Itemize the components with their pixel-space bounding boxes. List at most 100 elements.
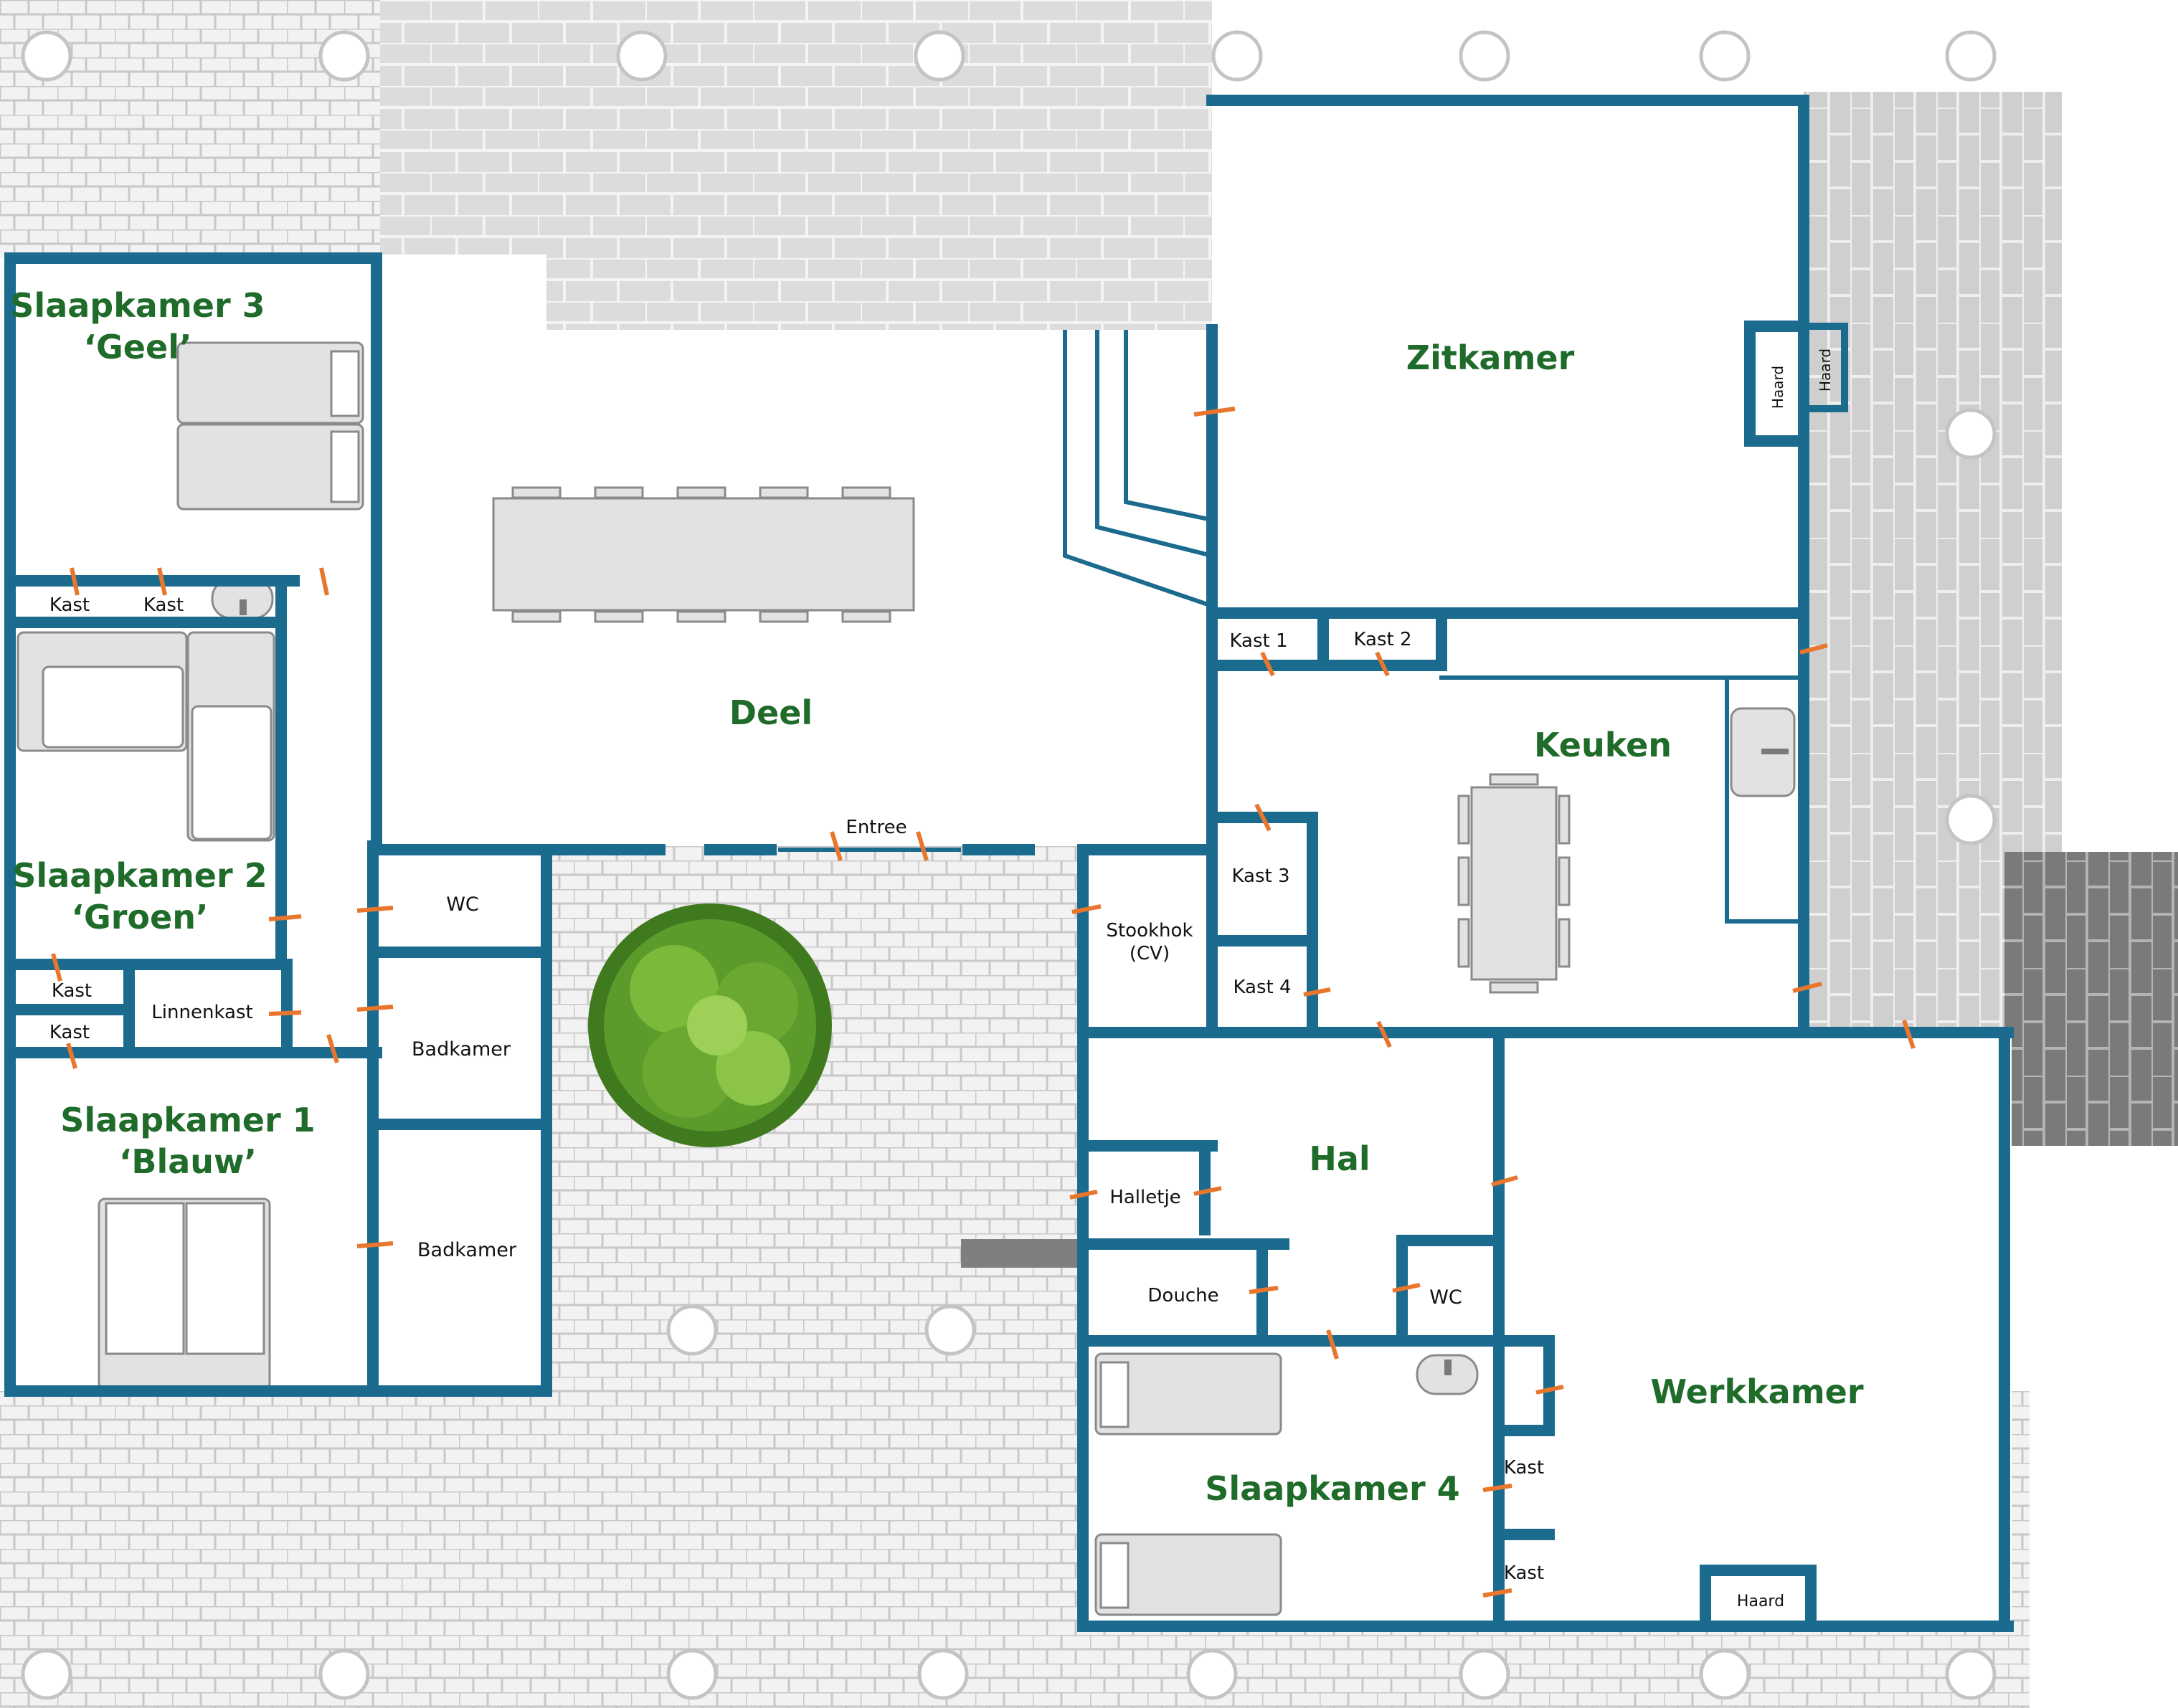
lamp-icon — [1459, 1648, 1510, 1700]
lamp-group — [21, 30, 1997, 1700]
room-label-slaapkamer4: Slaapkamer 4 — [1205, 1469, 1459, 1508]
door-marks — [51, 407, 1916, 1598]
furniture-details — [240, 599, 1789, 1375]
label-kast-2: Kast 2 — [1353, 629, 1411, 650]
bed — [330, 430, 360, 503]
courtyard-paving — [545, 846, 1083, 1405]
small-labels: Kast Kast Kast Kast Linnenkast WC Badkam… — [49, 348, 1834, 1610]
label-haard: Haard — [1737, 1593, 1784, 1610]
bed — [42, 665, 184, 749]
stair-lines — [778, 330, 1213, 852]
bed — [185, 1202, 265, 1355]
lamp-icon — [616, 30, 668, 82]
lamp-icon — [1945, 408, 1997, 460]
chair — [1457, 918, 1470, 968]
room-labels: Slaapkamer 3 ‘Geel’ Slaapkamer 2 ‘Groen’… — [10, 286, 1864, 1508]
chair — [511, 610, 562, 623]
chair — [759, 486, 809, 499]
room-label-slaapkamer3: Slaapkamer 3 — [10, 286, 265, 325]
label-entree: Entree — [846, 817, 906, 838]
label-douche: Douche — [1147, 1285, 1218, 1306]
walls — [4, 95, 2014, 1632]
label-kast-3: Kast 3 — [1231, 865, 1289, 887]
chair — [676, 486, 726, 499]
lamp-icon — [21, 30, 72, 82]
lamp-icon — [318, 1648, 370, 1700]
dining-table — [492, 497, 915, 612]
chair — [759, 610, 809, 623]
room-label-slaapkamer2-sub: ‘Groen’ — [72, 898, 209, 936]
lamp-icon — [1186, 1648, 1238, 1700]
label-kast: Kast — [1504, 1457, 1544, 1479]
label-badkamer: Badkamer — [412, 1038, 511, 1061]
lamp-icon — [1699, 1648, 1751, 1700]
label-wc: WC — [1429, 1286, 1462, 1309]
room-label-slaapkamer2: Slaapkamer 2 — [12, 856, 267, 895]
chair — [1558, 794, 1571, 845]
lamp-icon — [1211, 30, 1263, 82]
label-kast-4: Kast 4 — [1233, 977, 1291, 998]
label-kast: Kast — [49, 1022, 90, 1043]
label-kast: Kast — [49, 594, 90, 616]
lamp-icon — [666, 1648, 718, 1700]
lamp-icon — [21, 1648, 72, 1700]
lamp-icon — [1945, 30, 1997, 82]
bed — [330, 350, 360, 417]
lamp-icon — [917, 1648, 969, 1700]
chair — [1457, 794, 1470, 845]
room-label-slaapkamer1-sub: ‘Blauw’ — [119, 1142, 257, 1181]
label-badkamer: Badkamer — [417, 1239, 517, 1261]
room-label-slaapkamer3-sub: ‘Geel’ — [84, 328, 192, 366]
lamp-icon — [1945, 794, 1997, 845]
chair — [511, 486, 562, 499]
chair — [1558, 856, 1571, 906]
label-linnenkast: Linnenkast — [151, 1002, 252, 1023]
chair — [1558, 918, 1571, 968]
label-wc: WC — [446, 893, 479, 916]
entrance-step — [961, 1239, 1083, 1268]
lamp-icon — [914, 30, 965, 82]
bed — [191, 705, 273, 840]
label-haard: Haard — [1817, 348, 1834, 392]
label-kast-1: Kast 1 — [1229, 630, 1287, 652]
bed — [176, 341, 364, 424]
bed — [105, 1202, 185, 1355]
bush-icon — [588, 903, 832, 1147]
label-kast: Kast — [52, 980, 92, 1002]
bed — [176, 423, 364, 511]
chair — [676, 610, 726, 623]
chair — [841, 610, 891, 623]
lamp-icon — [1459, 30, 1510, 82]
label-haard: Haard — [1769, 366, 1786, 409]
bed — [1094, 1533, 1282, 1616]
lamp-icon — [1699, 30, 1751, 82]
room-label-keuken: Keuken — [1534, 726, 1672, 764]
room-label-hal: Hal — [1309, 1139, 1370, 1178]
label-stookhok: Stookhok — [1106, 920, 1193, 941]
terrace-dark — [2004, 852, 2178, 1146]
label-stookhok-sub: (CV) — [1130, 943, 1170, 964]
kitchen-table — [1470, 786, 1558, 981]
chair — [1489, 981, 1539, 994]
room-label-slaapkamer1: Slaapkamer 1 — [60, 1101, 315, 1139]
floor-south-east — [1083, 1031, 2012, 1628]
room-label-werkkamer: Werkkamer — [1650, 1372, 1863, 1411]
chair — [1489, 773, 1539, 786]
furniture — [16, 341, 1796, 1616]
lamp-icon — [924, 1304, 976, 1356]
bed — [1094, 1352, 1282, 1436]
chair — [1457, 856, 1470, 906]
room-label-deel: Deel — [729, 693, 813, 732]
bed — [1099, 1542, 1130, 1609]
chair — [841, 486, 891, 499]
bed — [1099, 1361, 1130, 1428]
lamp-icon — [1945, 1648, 1997, 1700]
label-kast: Kast — [143, 594, 184, 616]
label-kast: Kast — [1504, 1562, 1544, 1584]
chair — [594, 486, 644, 499]
label-halletje: Halletje — [1109, 1187, 1180, 1208]
lamp-icon — [318, 30, 370, 82]
lamp-icon — [666, 1304, 718, 1356]
